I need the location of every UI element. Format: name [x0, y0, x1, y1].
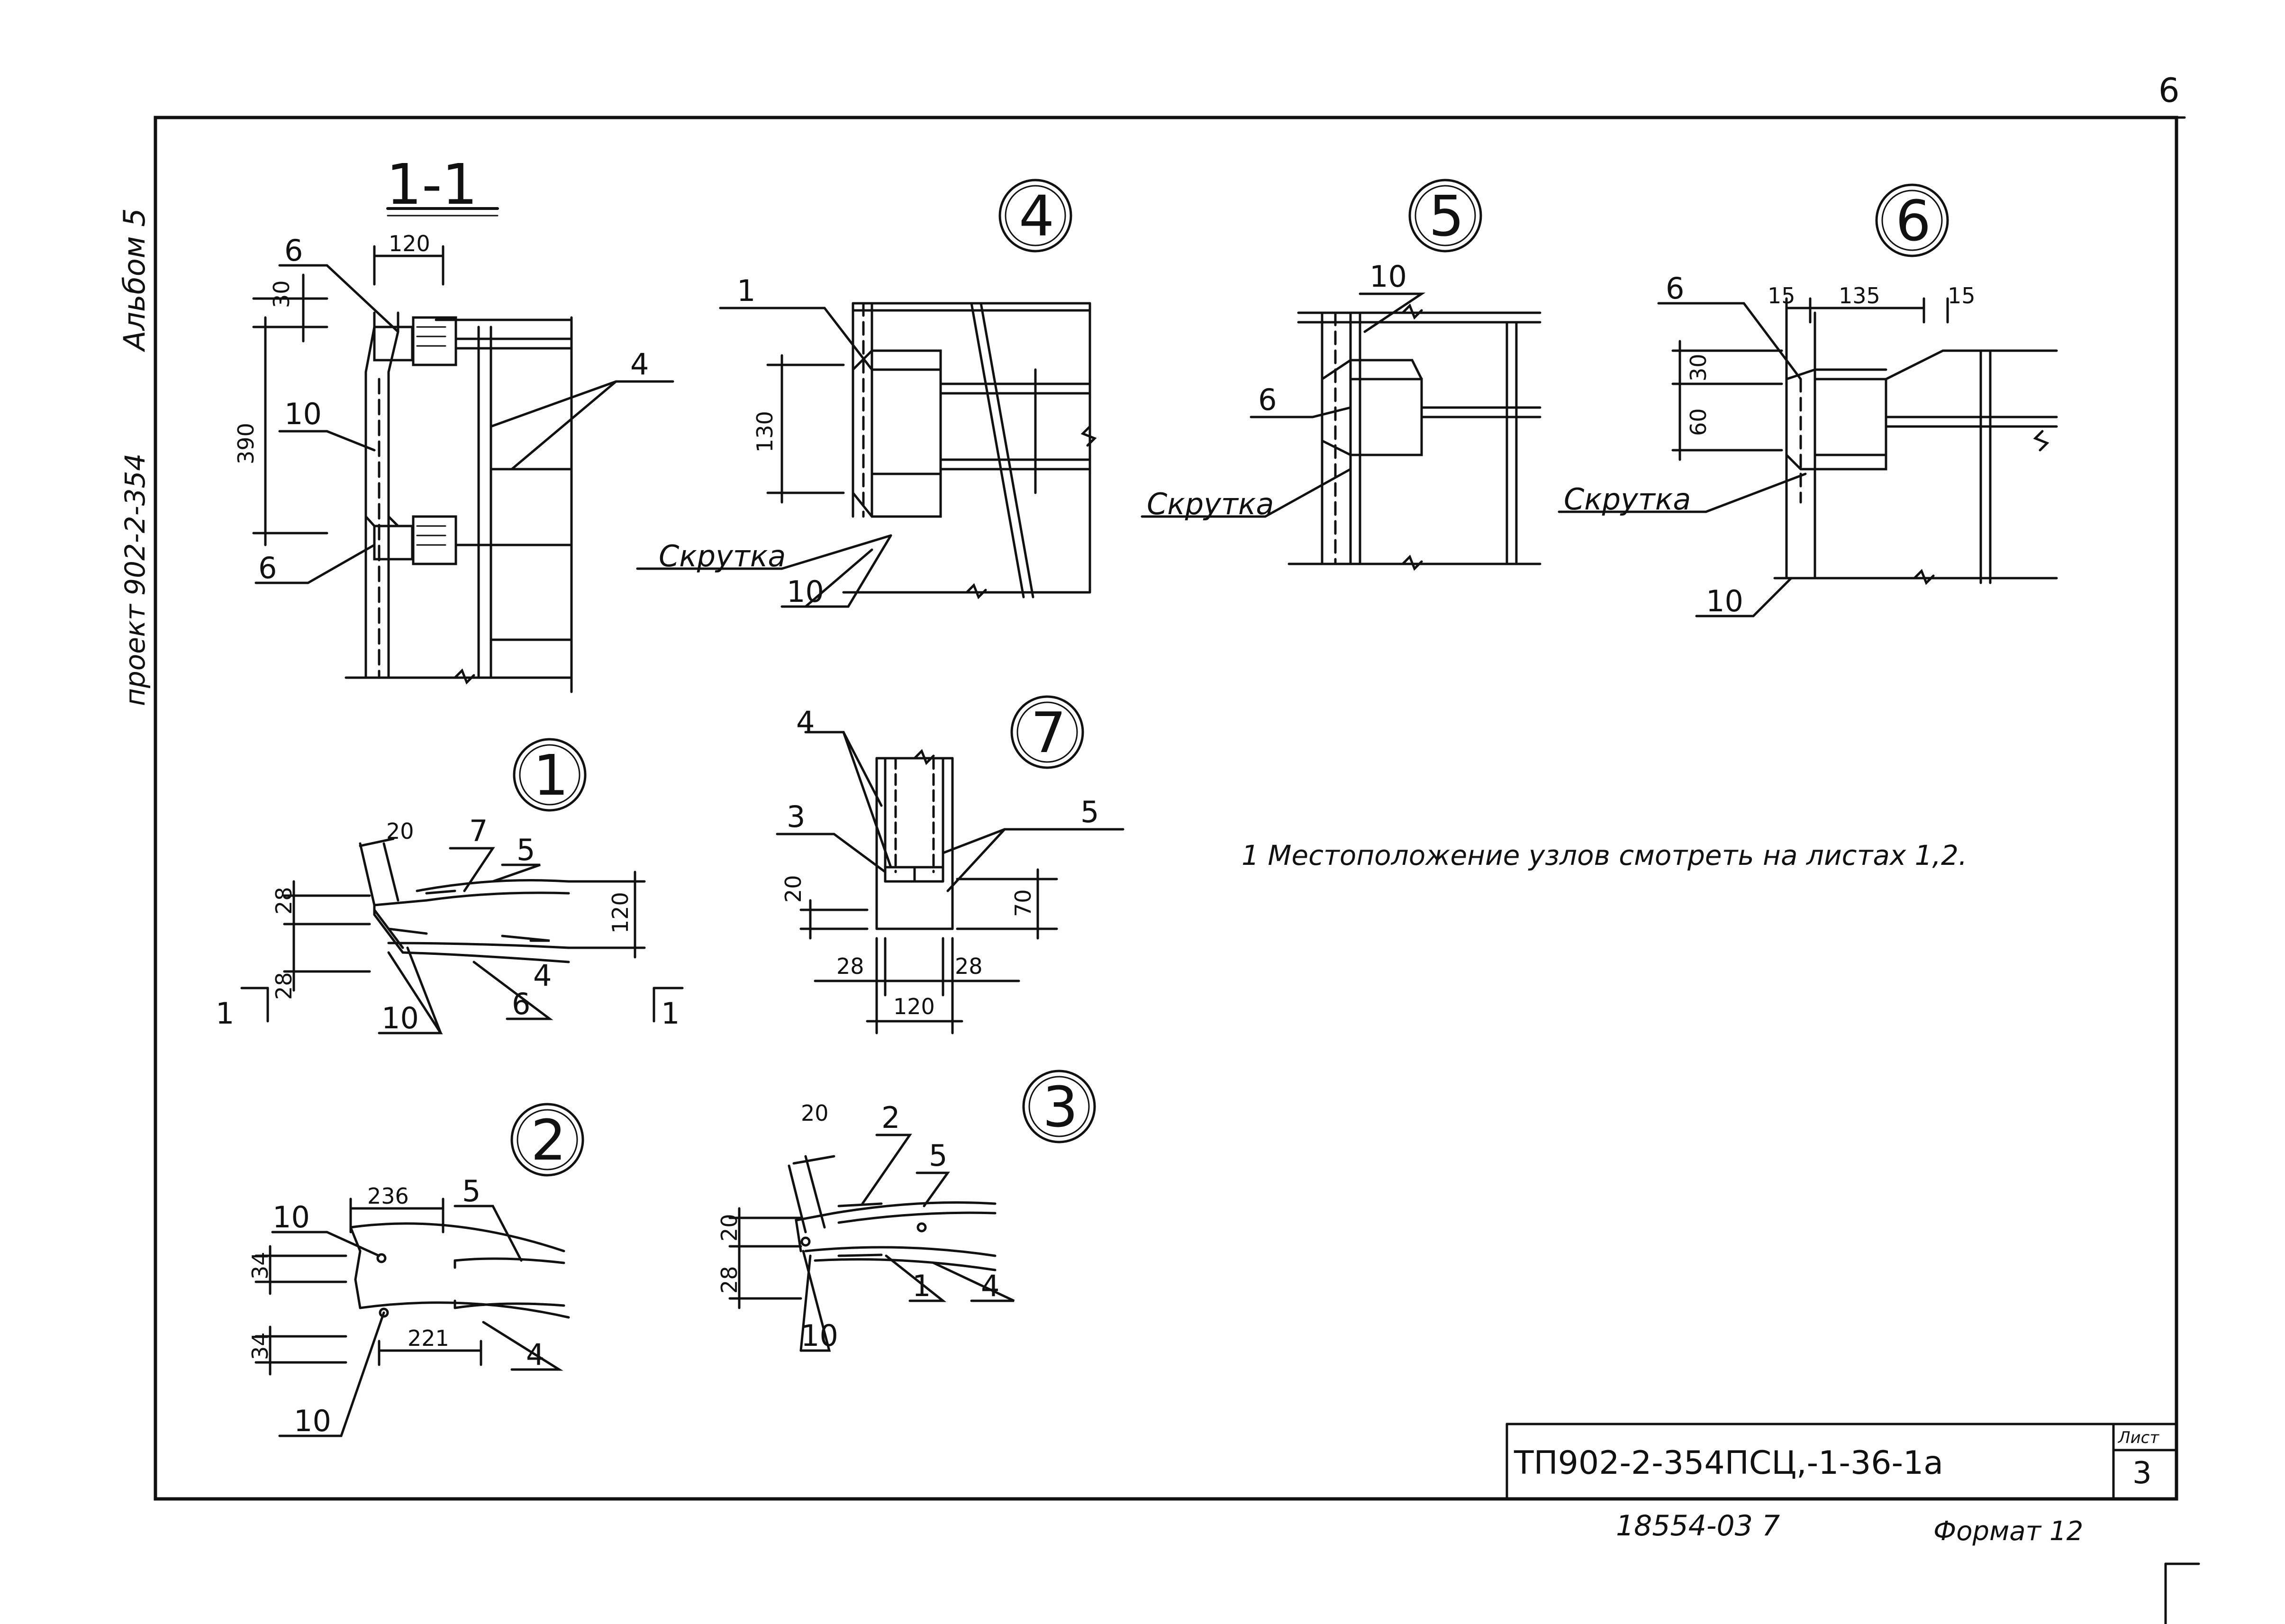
pos-7: 7 — [469, 814, 488, 848]
pos-5: 5 — [929, 1138, 947, 1173]
twist-label: Скрутка — [1564, 482, 1691, 517]
pos-10: 10 — [381, 1001, 419, 1035]
dim-34-bottom: 34 — [247, 1332, 273, 1360]
node-6-label: 6 — [1895, 188, 1931, 254]
pos-4: 4 — [533, 958, 552, 993]
dim-221: 221 — [408, 1325, 449, 1351]
dim-120: 120 — [389, 231, 430, 256]
node-3-detail — [728, 1070, 1096, 1352]
pos-10-bottom: 10 — [294, 1404, 331, 1438]
dim-28-left: 28 — [836, 953, 864, 979]
dim-130: 130 — [752, 411, 778, 453]
twist-label: Скрутка — [1147, 487, 1274, 521]
pos-10: 10 — [1706, 584, 1743, 618]
dim-20-top: 20 — [801, 1100, 829, 1126]
cut-mark-right: 1 — [661, 996, 680, 1031]
page-number: 6 — [2158, 71, 2180, 110]
pos-6-top: 6 — [284, 233, 303, 268]
pos-1: 1 — [912, 1269, 931, 1303]
pos-6: 6 — [512, 987, 530, 1021]
dim-34-top: 34 — [247, 1252, 273, 1279]
sheet-label: Лист — [2117, 1428, 2159, 1447]
dim-135: 135 — [1839, 283, 1880, 308]
node-1-detail — [240, 738, 684, 1034]
dim-20: 20 — [386, 818, 414, 844]
project-label: проект 902-2-354 — [119, 454, 151, 706]
album-label: Альбом 5 — [117, 208, 152, 353]
node-5-label: 5 — [1429, 183, 1464, 249]
section-1-1 — [252, 207, 674, 693]
pos-4: 4 — [630, 347, 649, 381]
pos-10: 10 — [801, 1318, 838, 1353]
drawing-code: ТП902-2-354ПСЦ,-1-36-1а — [1514, 1444, 1943, 1482]
dim-30: 30 — [1686, 354, 1711, 381]
pos-5: 5 — [1080, 795, 1099, 829]
node-6-detail — [1558, 183, 2058, 617]
section-title: 1-1 — [386, 152, 478, 217]
pos-10: 10 — [787, 574, 824, 609]
dim-390: 390 — [233, 423, 259, 464]
dim-28-top: 28 — [271, 887, 297, 915]
node-1-label: 1 — [533, 743, 569, 808]
dim-60: 60 — [1686, 408, 1711, 436]
sheet-number: 3 — [2132, 1456, 2152, 1491]
dim-28: 28 — [716, 1266, 742, 1294]
twist-label: Скрутка — [659, 539, 786, 573]
pos-5: 5 — [517, 833, 535, 867]
pos-10: 10 — [284, 397, 322, 431]
pos-10: 10 — [1369, 259, 1407, 294]
format-label: Формат 12 — [1933, 1516, 2083, 1547]
dim-28-right: 28 — [955, 953, 983, 979]
pos-1: 1 — [737, 273, 755, 308]
pos-6-bottom: 6 — [258, 551, 277, 585]
dim-28-bottom: 28 — [271, 972, 297, 1000]
node-5-detail — [1141, 179, 1541, 571]
pos-4: 4 — [796, 705, 815, 739]
pos-4: 4 — [981, 1269, 999, 1303]
cut-mark-left: 1 — [216, 996, 234, 1031]
pos-5: 5 — [462, 1174, 481, 1208]
node-4-label: 4 — [1019, 183, 1054, 249]
pos-3: 3 — [787, 799, 805, 834]
node-4-detail — [636, 179, 1097, 608]
node-7-detail — [776, 695, 1124, 1034]
node-7-label: 7 — [1031, 700, 1066, 765]
node-2-detail — [254, 1103, 584, 1437]
dim-30: 30 — [269, 280, 294, 308]
title-block — [1505, 1423, 2178, 1500]
pos-10-top: 10 — [272, 1200, 310, 1234]
node-3-label: 3 — [1043, 1074, 1078, 1140]
dim-120: 120 — [608, 892, 633, 934]
dim-20-left: 20 — [716, 1214, 742, 1242]
dim-15-left: 15 — [1768, 283, 1795, 308]
pos-2: 2 — [881, 1100, 900, 1135]
dim-15-right: 15 — [1948, 283, 1976, 308]
dim-70: 70 — [1010, 889, 1036, 917]
pos-6: 6 — [1666, 271, 1684, 306]
node-2-label: 2 — [531, 1107, 566, 1173]
drawing-frame — [154, 116, 2178, 1501]
inventory-number: 18554-03 7 — [1616, 1509, 1780, 1542]
general-note: 1 Местоположение узлов смотреть на листа… — [1242, 839, 1967, 871]
dim-236: 236 — [367, 1183, 409, 1209]
pos-6: 6 — [1258, 382, 1277, 417]
dim-120: 120 — [893, 994, 935, 1019]
dim-20: 20 — [780, 875, 806, 903]
pos-4: 4 — [526, 1337, 544, 1372]
